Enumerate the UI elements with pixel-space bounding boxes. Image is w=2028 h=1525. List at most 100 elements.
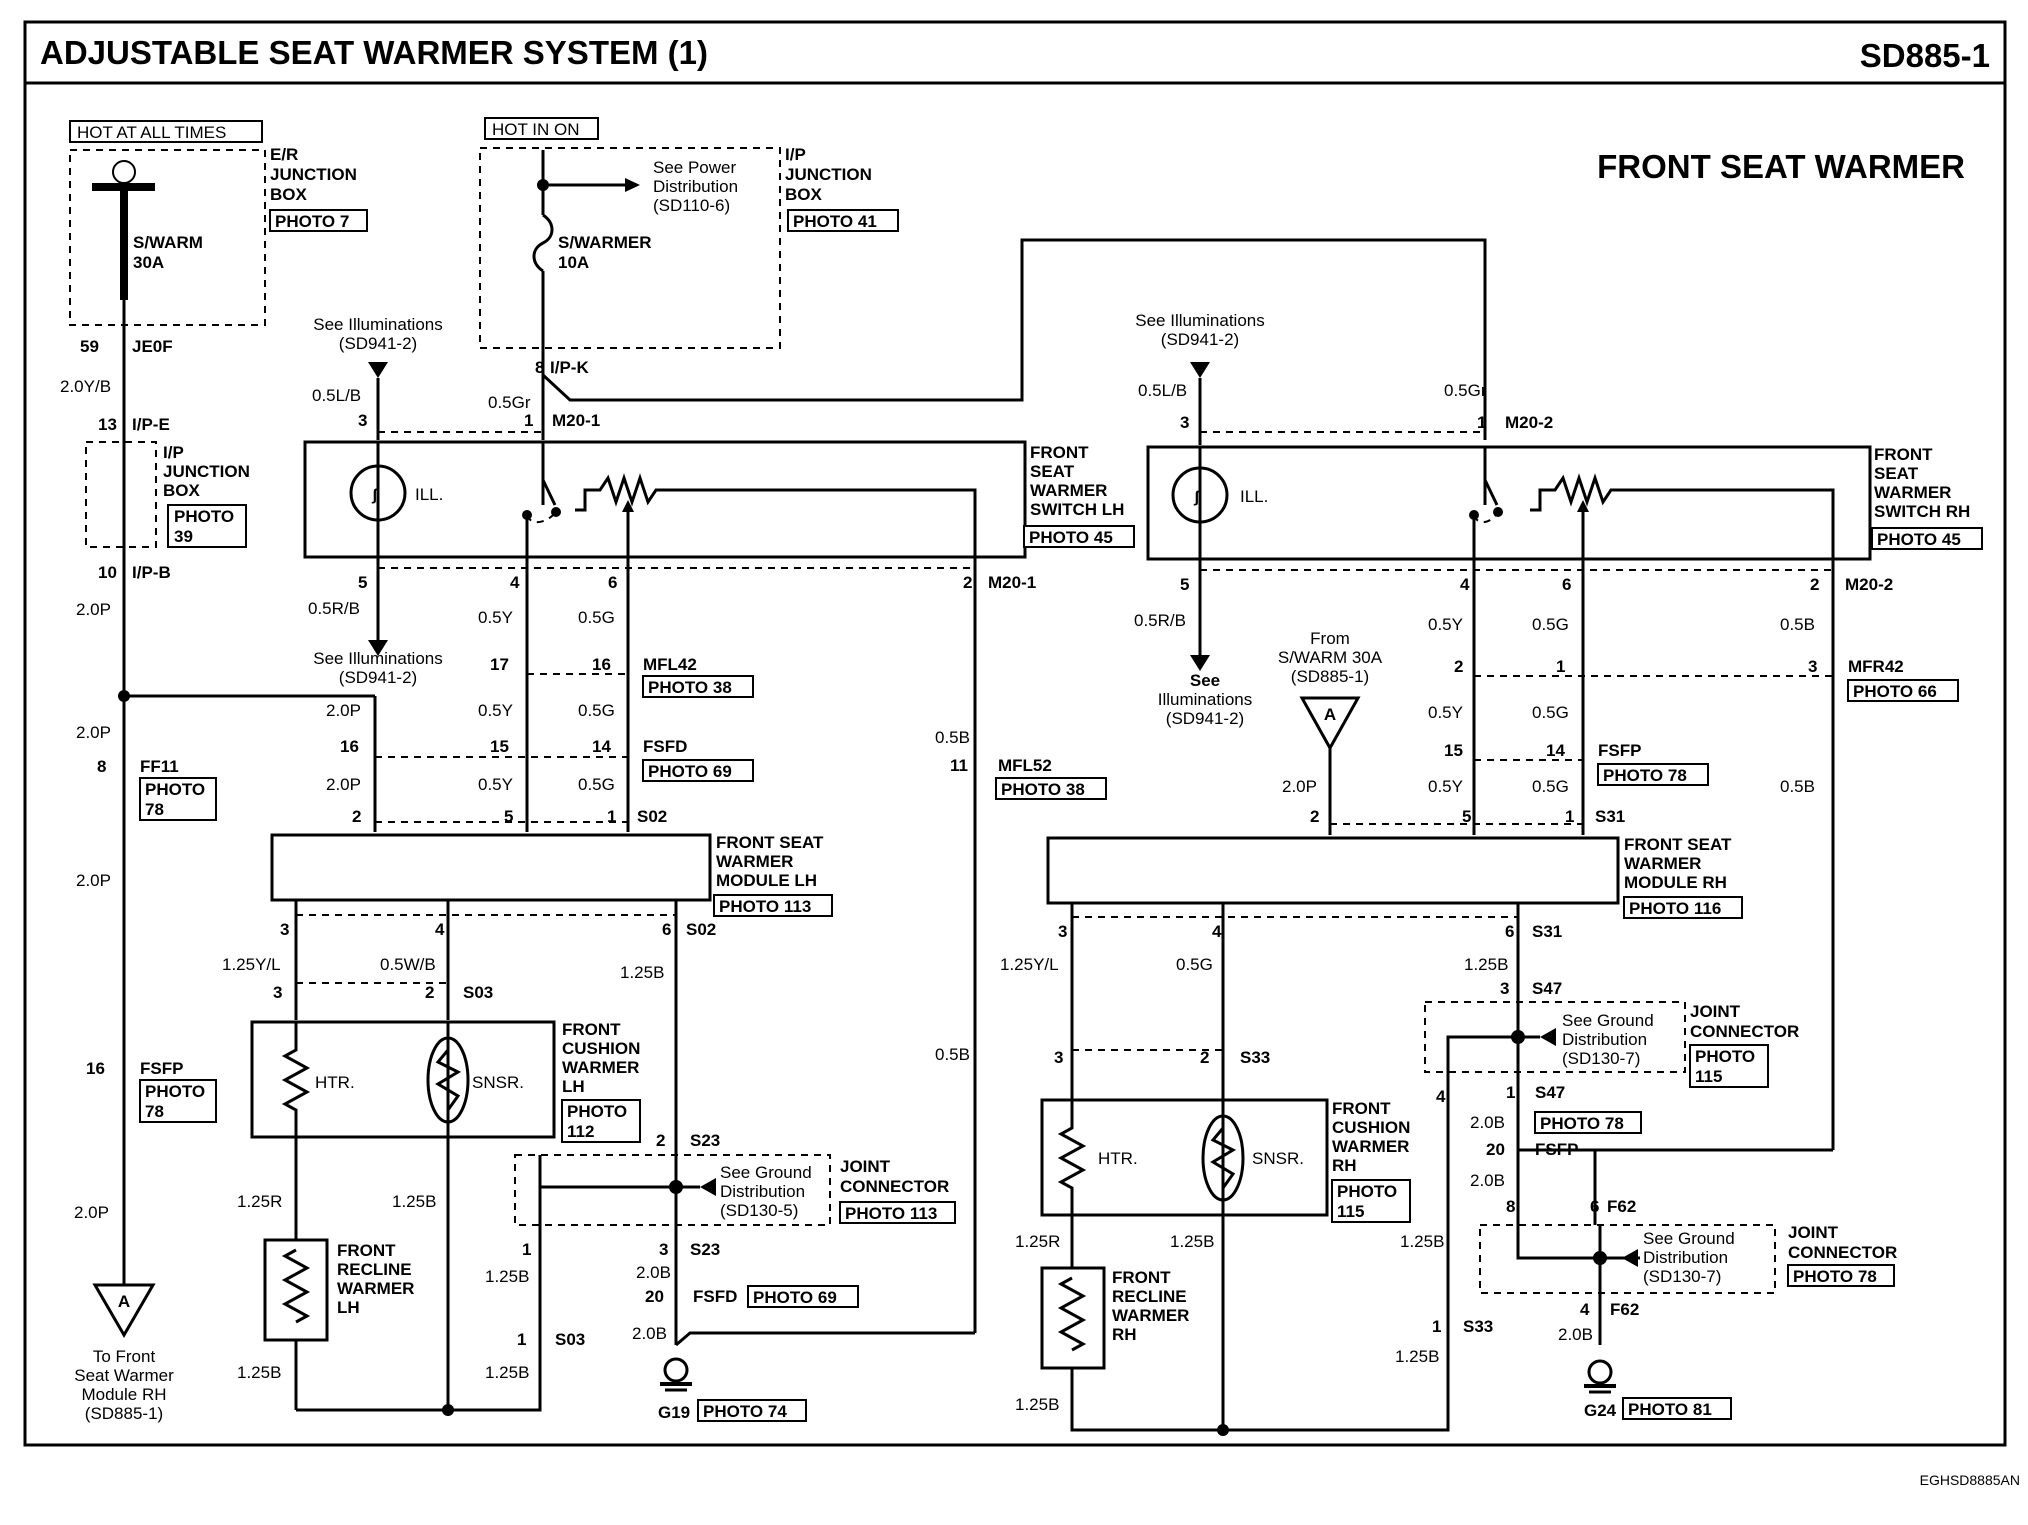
rh-mfr42: MFR42 bbox=[1848, 657, 1904, 676]
diagram-code: SD885-1 bbox=[1860, 37, 1990, 74]
lh-mfl42-photo-box bbox=[642, 675, 754, 698]
rh-sw-photo-box bbox=[1871, 527, 1983, 550]
fuse-swarm-l2: 30A bbox=[133, 253, 164, 272]
rh-w05g2: 0.5G bbox=[1532, 703, 1569, 722]
rh-m6: 6 bbox=[1505, 922, 1514, 941]
lh-w20p2: 2.0P bbox=[326, 775, 361, 794]
rh-m202b: M20-2 bbox=[1845, 575, 1893, 594]
arrow-down-icon bbox=[1190, 362, 1210, 378]
rh-see-gnd1-l2: Distribution bbox=[1562, 1030, 1647, 1049]
er-photo-box bbox=[269, 209, 368, 232]
fsfp-photo-box bbox=[139, 1079, 217, 1123]
heater-resistor-icon bbox=[281, 1022, 311, 1410]
to-front-l4: (SD885-1) bbox=[85, 1404, 163, 1423]
rh-f62b: F62 bbox=[1610, 1300, 1639, 1319]
g19-photo: PHOTO 74 bbox=[703, 1402, 787, 1421]
switch-resistor-icon bbox=[1530, 473, 1835, 559]
lh-w05y3: 0.5Y bbox=[478, 775, 513, 794]
rh-c20: 20 bbox=[1486, 1140, 1505, 1159]
lh-w05g1: 0.5G bbox=[578, 608, 615, 627]
lh-fsfd: FSFD bbox=[643, 737, 687, 756]
switch-rh bbox=[1146, 445, 1872, 561]
lh-c2: 2 bbox=[425, 983, 434, 1002]
lh-w05y2: 0.5Y bbox=[478, 701, 513, 720]
c16-fsfp: 16 bbox=[86, 1059, 105, 1078]
rh-cush-l2: CUSHION bbox=[1332, 1118, 1410, 1137]
joint-connector-lh bbox=[514, 1154, 831, 1226]
rh-from-l2: S/WARM 30A bbox=[1278, 648, 1383, 667]
ip-photo-box bbox=[787, 209, 899, 232]
g24: G24 bbox=[1584, 1401, 1617, 1420]
lh-mfl52-photo-box bbox=[995, 777, 1107, 800]
rh-w125b5: 1.25B bbox=[1395, 1347, 1439, 1366]
lh-w125b4: 1.25B bbox=[237, 1363, 281, 1382]
rh-fsfp-photo: PHOTO 78 bbox=[1603, 766, 1687, 785]
recline-warmer-rh bbox=[1040, 1266, 1106, 1370]
rh-w20b3: 2.0B bbox=[1558, 1325, 1593, 1344]
rh-rec-l1: FRONT bbox=[1112, 1268, 1171, 1287]
lh-mod-l1: FRONT SEAT bbox=[716, 833, 824, 852]
lh-c20: 20 bbox=[645, 1287, 664, 1306]
lh-m1: 1 bbox=[607, 807, 616, 826]
rh-a-label: A bbox=[1324, 705, 1336, 724]
lh-c15: 15 bbox=[490, 737, 509, 756]
ground-g19-icon bbox=[663, 1357, 689, 1383]
rh-w20b1: 2.0B bbox=[1470, 1113, 1505, 1132]
c8-ff11: 8 bbox=[97, 757, 106, 776]
rh-cush-l3: WARMER bbox=[1332, 1137, 1409, 1156]
rh-sw-l2: SEAT bbox=[1874, 464, 1919, 483]
rh-p5: 5 bbox=[1180, 575, 1189, 594]
lh-w125b2: 1.25B bbox=[392, 1192, 436, 1211]
rh-cush-photo-l2: 115 bbox=[1337, 1202, 1364, 1221]
lh-m2: 2 bbox=[352, 807, 361, 826]
hot-at-all-times-label: HOT AT ALL TIMES bbox=[77, 123, 226, 142]
lh-mod-l2: WARMER bbox=[716, 852, 793, 871]
sensor-thermistor-icon bbox=[1201, 1114, 1245, 1202]
ipb: I/P-B bbox=[132, 563, 171, 582]
arrow-left-icon bbox=[700, 1178, 716, 1196]
rh-s31b: S31 bbox=[1532, 922, 1562, 941]
lh-fsfd-photo: PHOTO 69 bbox=[648, 762, 732, 781]
lh-rec-l1: FRONT bbox=[337, 1241, 396, 1260]
lh-sw-l4: SWITCH LH bbox=[1030, 500, 1124, 519]
rh-c8: 8 bbox=[1506, 1197, 1515, 1216]
fsfp-photo-l2: 78 bbox=[145, 1102, 164, 1121]
lh-sw-l1: FRONT bbox=[1030, 443, 1089, 462]
lh-p5: 5 bbox=[358, 573, 367, 592]
switch-contact-icon bbox=[1483, 479, 1499, 506]
lh-mfl42: MFL42 bbox=[643, 655, 697, 674]
rh-w05g1: 0.5G bbox=[1532, 615, 1569, 634]
rh-see-ill-top-l2: (SD941-2) bbox=[1161, 330, 1239, 349]
lh-c1b: 1 bbox=[517, 1330, 526, 1349]
rh-w125yl: 1.25Y/L bbox=[1000, 955, 1059, 974]
hot-in-on-tag bbox=[484, 117, 599, 140]
c8-ipk: 8 bbox=[535, 358, 544, 377]
arrow-down-icon bbox=[368, 640, 388, 656]
rh-m3: 3 bbox=[1058, 922, 1067, 941]
to-front-l3: Module RH bbox=[81, 1385, 166, 1404]
rh-sw-l1: FRONT bbox=[1874, 445, 1933, 464]
rh-joint2-photo-box bbox=[1787, 1264, 1895, 1287]
ground-g24-icon bbox=[1587, 1359, 1613, 1385]
rh-sw-l3: WARMER bbox=[1874, 483, 1951, 502]
rh-cush-l1: FRONT bbox=[1332, 1099, 1391, 1118]
lh-s23: S23 bbox=[690, 1131, 720, 1150]
rh-see-ill-bot-l2: Illuminations bbox=[1158, 690, 1253, 709]
rh-see-gnd1-l3: (SD130-7) bbox=[1562, 1049, 1640, 1068]
lh-c1: 1 bbox=[522, 1240, 531, 1259]
arrow-down-icon bbox=[1190, 655, 1210, 671]
rh-m5: 5 bbox=[1462, 807, 1471, 826]
lh-w125b5: 1.25B bbox=[485, 1363, 529, 1382]
see-power-l2: Distribution bbox=[653, 177, 738, 196]
rh-p1: 1 bbox=[1477, 413, 1486, 432]
rh-rec-l4: RH bbox=[1112, 1325, 1137, 1344]
lh-c2-s23: 2 bbox=[656, 1131, 665, 1150]
module-lh bbox=[270, 833, 712, 902]
rh-c3b: 3 bbox=[1054, 1048, 1063, 1067]
fsfp-photo-l1: PHOTO bbox=[145, 1082, 205, 1101]
rh-c6: 6 bbox=[1590, 1197, 1599, 1216]
lh-cush-photo-l1: PHOTO bbox=[567, 1102, 627, 1121]
lh-cush-l2: CUSHION bbox=[562, 1039, 640, 1058]
ip2-l1: I/P bbox=[163, 443, 184, 462]
